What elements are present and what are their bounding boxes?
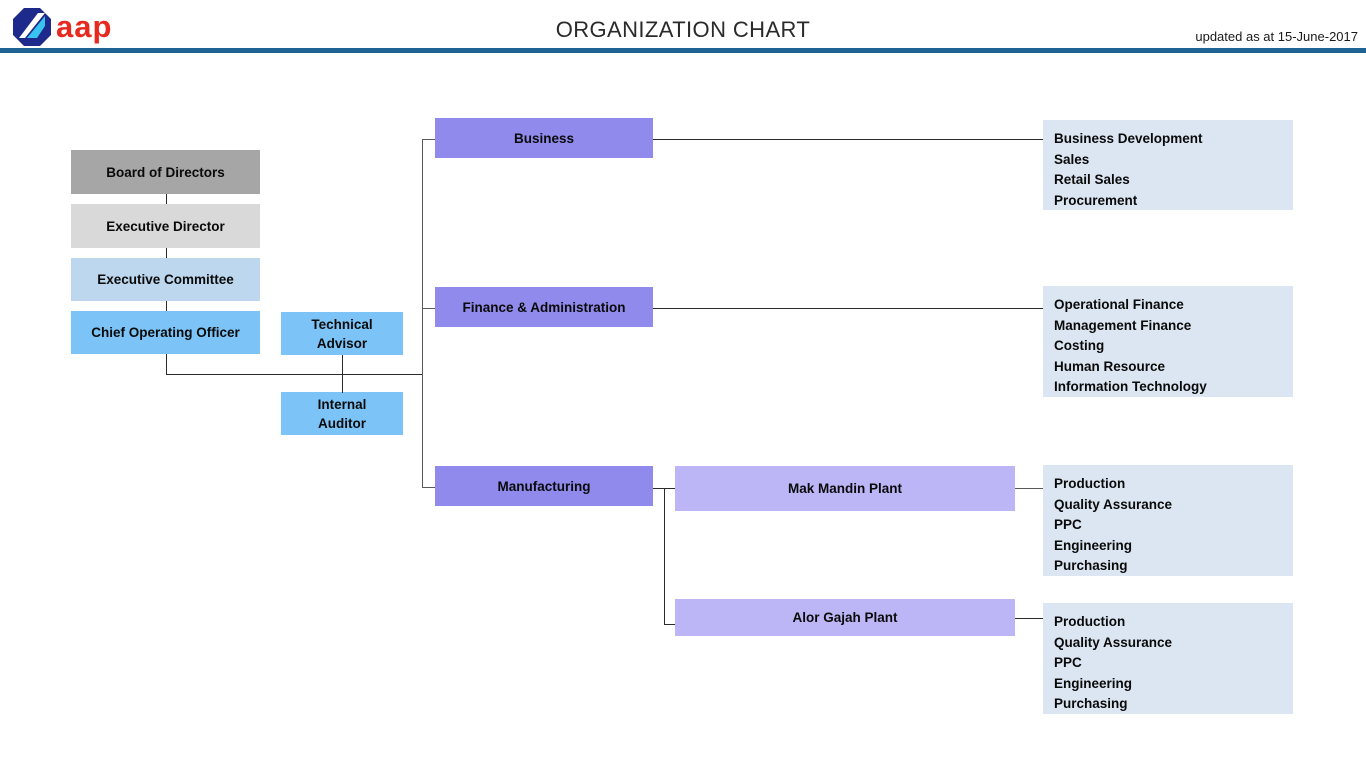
function-item: Information Technology xyxy=(1054,379,1207,395)
header-divider xyxy=(0,48,1366,53)
technical-advisor-label-line1: Technical xyxy=(311,316,373,332)
function-item: Quality Assurance xyxy=(1054,496,1173,512)
connector-trunk-to-mak-mandin xyxy=(664,488,676,489)
function-item: Purchasing xyxy=(1054,558,1128,574)
function-item: PPC xyxy=(1054,655,1082,671)
node-technical-advisor[interactable]: Technical Advisor xyxy=(281,312,403,355)
connector-alor-gajah-to-functions xyxy=(1015,618,1043,619)
connector-business-to-functions xyxy=(653,139,1043,140)
node-plant-alor-gajah[interactable]: Alor Gajah Plant xyxy=(675,599,1015,636)
function-item: Purchasing xyxy=(1054,696,1128,712)
panel-alor-gajah-functions: Production Quality Assurance PPC Enginee… xyxy=(1043,603,1293,714)
function-item: Engineering xyxy=(1054,675,1133,691)
connector-trunk-to-business xyxy=(422,139,436,140)
brand-logo: aap xyxy=(12,5,142,47)
function-item: Management Finance xyxy=(1054,317,1192,333)
node-board-of-directors[interactable]: Board of Directors xyxy=(71,150,260,194)
aap-octagon-logo-icon xyxy=(12,7,52,47)
connector-trunk-to-finance xyxy=(422,308,436,309)
connector-exco-to-coo xyxy=(166,301,167,311)
node-division-finance-administration[interactable]: Finance & Administration xyxy=(435,287,653,327)
updated-timestamp: updated as at 15-June-2017 xyxy=(1195,29,1358,44)
connector-trunk-to-manufacturing xyxy=(422,487,436,488)
connector-advisor-to-auditor xyxy=(342,355,343,393)
panel-business-functions: Business Development Sales Retail Sales … xyxy=(1043,120,1293,210)
node-division-business[interactable]: Business xyxy=(435,118,653,158)
function-item: Human Resource xyxy=(1054,358,1166,374)
function-item: Production xyxy=(1054,476,1126,491)
page-header: aap ORGANIZATION CHART updated as at 15-… xyxy=(0,0,1366,53)
node-plant-mak-mandin[interactable]: Mak Mandin Plant xyxy=(675,466,1015,511)
connector-trunk-to-alor-gajah xyxy=(664,624,676,625)
brand-wordmark: aap xyxy=(56,9,113,44)
connector-coo-spine xyxy=(166,374,423,375)
node-chief-operating-officer[interactable]: Chief Operating Officer xyxy=(71,311,260,354)
connector-board-to-ed xyxy=(166,194,167,204)
function-item: Engineering xyxy=(1054,537,1133,553)
internal-auditor-label-line1: Internal xyxy=(317,396,367,412)
page-title: ORGANIZATION CHART xyxy=(555,17,811,42)
panel-mak-mandin-functions: Production Quality Assurance PPC Enginee… xyxy=(1043,465,1293,576)
function-item: Costing xyxy=(1054,338,1105,354)
node-internal-auditor[interactable]: Internal Auditor xyxy=(281,392,403,435)
technical-advisor-label-line2: Advisor xyxy=(316,335,368,351)
connector-ed-to-exco xyxy=(166,248,167,258)
function-item: Quality Assurance xyxy=(1054,634,1173,650)
node-division-manufacturing[interactable]: Manufacturing xyxy=(435,466,653,506)
function-item: Operational Finance xyxy=(1054,297,1184,312)
function-item: Retail Sales xyxy=(1054,172,1130,188)
connector-division-trunk xyxy=(422,139,423,488)
node-executive-director[interactable]: Executive Director xyxy=(71,204,260,248)
function-item: Business Development xyxy=(1054,131,1203,146)
connector-coo-drop xyxy=(166,354,167,375)
function-item: Production xyxy=(1054,614,1126,629)
function-item: PPC xyxy=(1054,517,1082,533)
connector-plant-trunk xyxy=(664,488,665,625)
function-item: Sales xyxy=(1054,151,1090,167)
function-item: Procurement xyxy=(1054,192,1138,208)
internal-auditor-label-line2: Auditor xyxy=(318,415,366,431)
connector-mak-mandin-to-functions xyxy=(1015,488,1043,489)
panel-finance-functions: Operational Finance Management Finance C… xyxy=(1043,286,1293,397)
connector-finance-to-functions xyxy=(653,308,1043,309)
node-executive-committee[interactable]: Executive Committee xyxy=(71,258,260,301)
